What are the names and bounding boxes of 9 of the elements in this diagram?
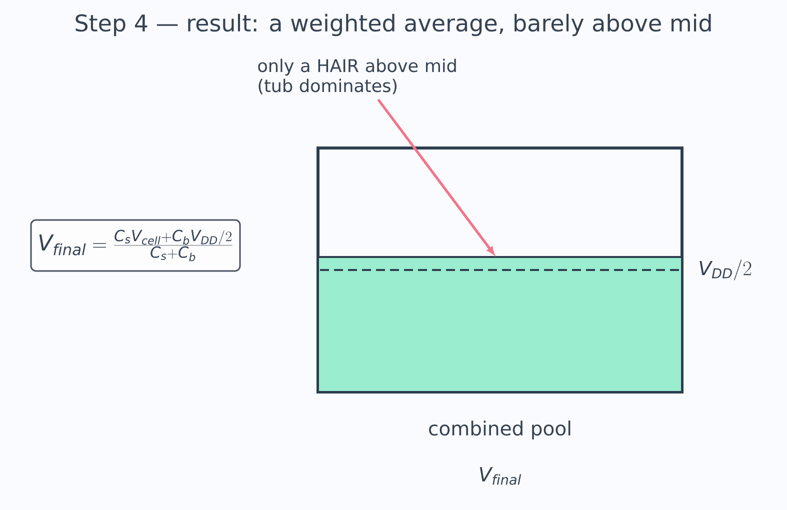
water-fill <box>317 256 683 393</box>
tank <box>316 146 684 394</box>
voltage-label: $V_{final}$ <box>480 467 522 485</box>
level-label: $V_{DD}/2$ <box>700 260 752 280</box>
title: Step 4 — result: a weighted average, barely above mid <box>76 14 711 36</box>
arrow <box>377 98 494 254</box>
formula-box: $V_{final} = \frac{C_s V_{cell} + C_b V_{DD}/2}{C_s + C_b}$ <box>30 219 241 272</box>
annotation-text: only a HAIR above mid (tub dominates) <box>258 58 456 94</box>
caption-text: combined pool <box>429 420 570 440</box>
